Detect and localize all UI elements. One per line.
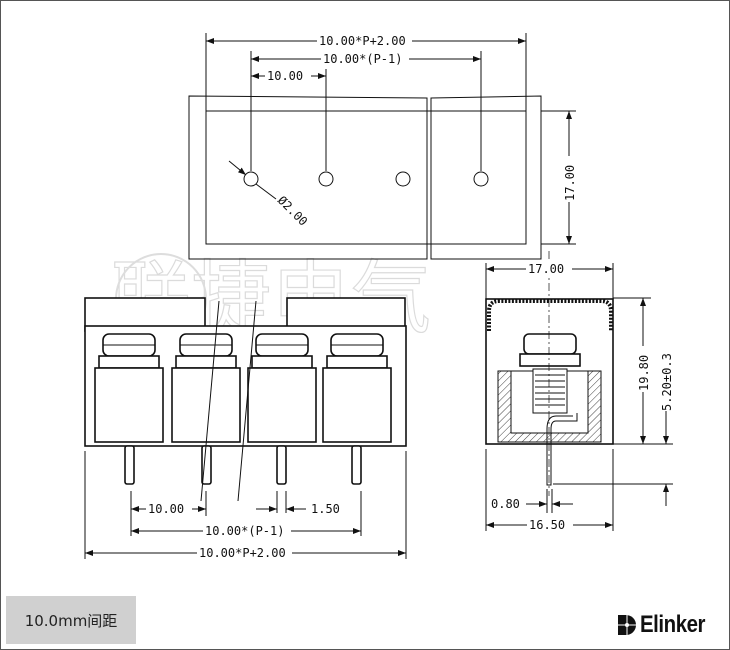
dim-side-pin-width: 0.80 xyxy=(491,497,520,511)
brand-logo-icon xyxy=(618,615,637,635)
dim-side-top-width: 17.00 xyxy=(528,262,564,276)
pitch-label: 10.0mm间距 xyxy=(6,596,136,644)
dim-top-overall: 10.00*P+2.00 xyxy=(319,34,406,48)
dim-side-height: 19.80 xyxy=(637,355,651,391)
top-view: 10.00*P+2.00 10.00*(P-1) 10.00 17.00 Ø2.… xyxy=(188,33,577,260)
dim-top-pitch-total: 10.00*(P-1) xyxy=(323,52,402,66)
dim-top-depth: 17.00 xyxy=(563,165,577,201)
brand-name: Elinker xyxy=(640,611,706,638)
dim-side-pin-length: 5.20±0.3 xyxy=(660,353,674,411)
brand-logo: Elinker xyxy=(616,611,717,639)
dim-front-overall: 10.00*P+2.00 xyxy=(199,546,286,560)
screw-terminals xyxy=(94,333,392,443)
dim-hole-diameter: Ø2.00 xyxy=(275,193,310,228)
dim-front-pitch-total: 10.00*(P-1) xyxy=(205,524,284,538)
dim-side-base-width: 16.50 xyxy=(529,518,565,532)
terminal-pins xyxy=(124,445,362,485)
dim-front-pitch: 10.00 xyxy=(148,502,184,516)
dim-top-pitch: 10.00 xyxy=(267,69,303,83)
front-view: 10.00 1.50 10.00*(P-1) 10.00*P+2.00 xyxy=(84,297,407,560)
dim-front-pin: 1.50 xyxy=(311,502,340,516)
mounting-holes xyxy=(243,171,489,187)
side-view: 17.00 19.80 5.20±0.3 0.80 16.50 xyxy=(485,251,674,532)
